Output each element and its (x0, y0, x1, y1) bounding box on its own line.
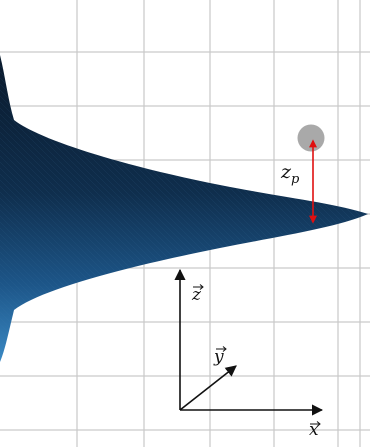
particle-circle (297, 124, 325, 152)
y-axis (179, 365, 237, 411)
axis-label-x-text: x (309, 420, 319, 440)
axis-label-z-text: z (191, 285, 202, 305)
axis-label-z: z (191, 284, 204, 305)
axis-label-y-text: y (213, 347, 224, 367)
vector-accent-x-icon (310, 421, 321, 427)
distance-label: zp (280, 161, 300, 187)
axis-label-y: y (213, 346, 227, 367)
coordinate-axes (174, 268, 324, 416)
surface-body (0, 55, 368, 362)
distance-label-sub: p (291, 172, 300, 187)
distance-label-main: z (280, 161, 292, 183)
vector-accent-z-icon (193, 284, 204, 290)
axis-label-x: x (309, 420, 321, 440)
vector-accent-y-icon (216, 346, 227, 352)
